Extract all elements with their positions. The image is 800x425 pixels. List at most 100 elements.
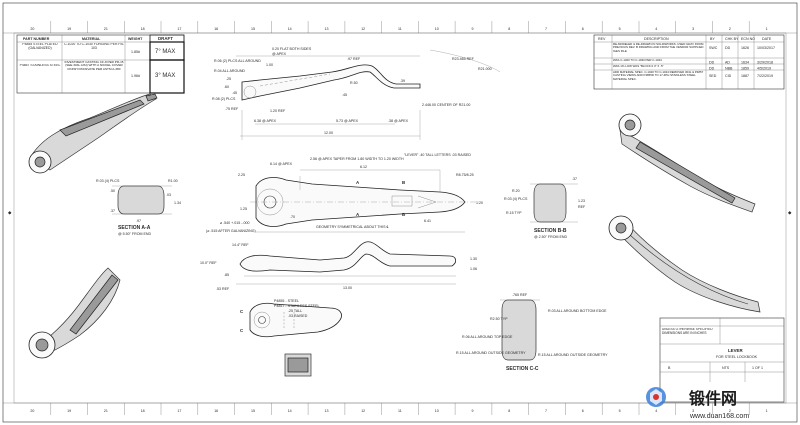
plan-section-b-top: B (402, 180, 405, 185)
title-block-sheet: 1 OF 1 (752, 366, 763, 370)
title-block-title1: LEVER (728, 348, 743, 353)
material-row1-draft: 7° MAX (155, 49, 175, 55)
watermark-brand: 锻件网 (689, 389, 737, 408)
revision-row-ecn: 1887 (741, 74, 749, 78)
zone-label: 1 (766, 27, 768, 31)
zone-label: 20 (30, 409, 34, 413)
plan-dim-70: .70 (290, 215, 295, 219)
plan-section-a-bottom: A (356, 212, 360, 217)
revision-row-desc: WAS C-1020 TO C-1030 PER C-1024 (613, 59, 662, 62)
section-b-b-r03: R.03 (4) PLCS (504, 197, 528, 201)
revision-row-date: 7/22/2019 (757, 74, 773, 78)
rev-header-desc: DESCRIPTION (644, 37, 669, 41)
marking-line2: P4857 - STAINLESS STEEL (274, 304, 319, 308)
section-c-c-r4: R.15 ALL AROUND OUTSIDE GEOMETRY (538, 353, 608, 357)
section-a-a-r03: R.03 (4) PLCS (96, 179, 120, 183)
plan-section-b-bottom: B (402, 212, 405, 217)
marking-line1: P4855 - STEEL (274, 299, 299, 303)
zone-label: 6 (582, 27, 584, 31)
dim-45: .45 (342, 93, 347, 97)
revision-rows: RE-MODELED & RE-DRAWN IN SOLIDWORKS. USE… (613, 43, 775, 80)
dim-97: .97 REF (347, 57, 361, 61)
zone-label: 9 (472, 409, 474, 413)
rev-header-chk: CHK BY (725, 37, 739, 41)
zone-label: 8 (508, 27, 510, 31)
plan-letters-note: "LEVER" .40 TALL LETTERS .03 RAISED (404, 153, 471, 157)
side-angle2: 10.0° REF (200, 261, 217, 265)
material-header-draft: DRAFT (158, 36, 173, 41)
section-a-a-134: 1.34 (174, 201, 181, 205)
material-header-material: MATERIAL (82, 37, 101, 41)
zone-label: 11 (398, 27, 402, 31)
zone-label: 16 (214, 27, 218, 31)
zone-label: 5 (619, 27, 621, 31)
section-b-b-sub: @ 2.50" FROM END (534, 235, 567, 239)
section-b-b-title: SECTION B-B (534, 228, 567, 234)
side-dim-left2: .85 (224, 273, 229, 277)
zone-label: 2 (729, 409, 731, 413)
section-a-a-50: .50 (110, 189, 115, 193)
plan-dim-top: 6.12 (360, 165, 367, 169)
marking-c-bottom: C (240, 328, 244, 333)
plan-r25: R8.75/8.25 (456, 173, 474, 177)
plan-view: 6.12 2.56 @ APEX TAPER FROM 1.80 WIDTH T… (206, 153, 483, 233)
dim-12-00: 12.00 (324, 131, 333, 135)
revision-row-ecn: 1859 (741, 67, 749, 71)
revision-row-chk: NBB (725, 67, 733, 71)
dim-r23: R23.465 REF (452, 57, 475, 61)
title-block-scale: NTS (722, 366, 730, 370)
zone-label: 8 (508, 409, 510, 413)
marking-line3: .25 TALL (288, 309, 302, 313)
watermark: 锻件网 www.duan168.com (646, 387, 749, 420)
revision-row-date: 4/5/2019 (757, 67, 771, 71)
revision-row-by: SED (709, 74, 717, 78)
plan-dim-left2: 1.25 (240, 207, 247, 211)
zone-label: 10 (435, 409, 439, 413)
side-length: 13.00 (343, 286, 352, 290)
material-row2-weight: 1.96# (131, 74, 140, 78)
dim-apex2: 5.73 @ APEX (336, 119, 359, 123)
dim-1-20: 1.20 REF (270, 109, 286, 113)
zone-label: 7 (545, 27, 547, 31)
section-b-b-r15: R.15 TYP (506, 211, 522, 215)
zone-label: 17 (177, 27, 181, 31)
material-row1-material: C-1020 TO C-1030 FORGING PER FB-103 (64, 43, 124, 50)
zone-label: 13 (325, 409, 329, 413)
section-a-a-sub: @ 5.50" FROM END (118, 232, 151, 236)
section-b-b: SECTION B-B @ 2.50" FROM END R.03 (4) PL… (504, 177, 586, 239)
zone-label: 19 (67, 27, 71, 31)
material-header-weight: WEIGHT (128, 37, 143, 41)
zone-label: 9 (472, 27, 474, 31)
zone-label: 16 (214, 409, 218, 413)
zone-label: 2 (729, 27, 731, 31)
section-a-a: SECTION A-A @ 5.50" FROM END R.03 (4) PL… (96, 179, 181, 236)
iso-view-top-left (28, 93, 158, 174)
dim-apex1: 6.38 @ APEX (254, 119, 277, 123)
material-row1-weight: 1.85# (131, 50, 140, 54)
zone-label: 11 (398, 409, 402, 413)
section-b-b-37: .37 (572, 177, 577, 181)
dim-60: .60 (224, 85, 229, 89)
side-dim-left: .53 REF (216, 287, 230, 291)
zone-label: 18 (141, 409, 145, 413)
title-block-title2: FOR STEEL LOCKBOOK (716, 355, 758, 359)
zone-label: 20 (30, 27, 34, 31)
plan-dim-left: 2.25 (238, 173, 245, 177)
plan-hole-note: ⌀ .540 +.015 -.000 (220, 221, 249, 225)
iso-view-bottom-right (608, 215, 761, 313)
zone-label: 14 (288, 409, 292, 413)
zone-label: 21 (104, 27, 108, 31)
section-c-c-title: SECTION C-C (506, 366, 539, 372)
revision-row-by: SWC (709, 46, 718, 50)
apex-note: @ APEX (272, 52, 287, 56)
zone-label: 6 (582, 409, 584, 413)
plan-geom-note: GEOMETRY SYMMETRICAL ABOUT THIS ℄ (316, 225, 389, 229)
right-zone-marker: ◆ (788, 210, 792, 215)
dim-39: .39 (400, 79, 405, 83)
revision-row-ecn: 1626 (741, 46, 749, 50)
zone-label: 4 (655, 409, 657, 413)
plan-galv-note: (⌀ .515 AFTER GALVANIZING) (206, 229, 256, 233)
